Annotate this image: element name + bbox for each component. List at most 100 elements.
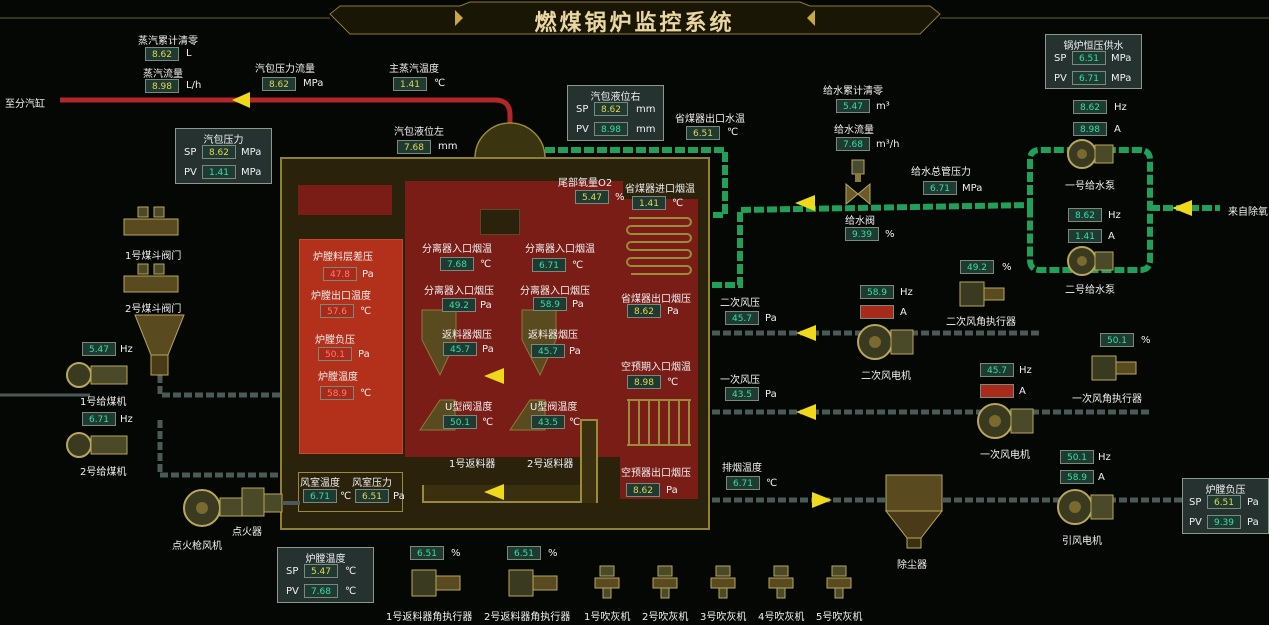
dust-collector-label: 除尘器 <box>897 560 927 571</box>
sep-in-temp-1-value: 7.68 <box>440 257 474 271</box>
exhaust-temp-value: 6.71 <box>726 476 760 490</box>
furnace-neg-panel-title: 炉膛负压 <box>1205 485 1246 496</box>
pv-label: PV <box>286 586 299 597</box>
steam-total-value: 8.62 <box>145 47 179 61</box>
bed-dp-unit: Pa <box>362 269 374 280</box>
sep-in-press-2-value: 58.9 <box>533 297 567 311</box>
sp-label: SP <box>1189 497 1202 508</box>
drum-level-right-pv: 8.98 <box>594 122 628 136</box>
furnace-neg-sp-unit: Pa <box>1247 497 1259 508</box>
u-valve-temp-2-value: 43.5 <box>531 415 565 429</box>
pump1-hz-unit: Hz <box>1114 102 1127 113</box>
coal-feeder2-label: 2号给煤机 <box>80 467 127 478</box>
ah-outlet-flue-press-unit: Pa <box>666 485 678 496</box>
soot-blower-label-4: 4号吹灰机 <box>758 612 805 623</box>
sep-in-press-2-label: 分离器入口烟压 <box>520 286 590 297</box>
sep-in-press-2-unit: Pa <box>572 299 584 310</box>
coal-feeder2-hz-unit: Hz <box>120 414 133 425</box>
primary-fan-hz-value: 45.7 <box>980 363 1014 377</box>
coal-hopper-icon <box>134 314 185 376</box>
pump2-a-value: 1.41 <box>1068 229 1102 243</box>
feed-total-unit: m³ <box>876 101 890 112</box>
u-valve-temp-2-unit: ℃ <box>569 417 581 428</box>
soot-blower-label-1: 1号吹灰机 <box>584 612 631 623</box>
econ-outlet-flue-press-unit: Pa <box>667 306 679 317</box>
drum-pressure-flow-unit: MPa <box>303 78 324 89</box>
bed-dp-value: 47.8 <box>323 267 357 281</box>
pv-label: PV <box>184 167 197 178</box>
sep-in-temp-2-value: 6.71 <box>532 258 566 272</box>
boiler-const-pressure-panel: 锅炉恒压供水 SP 6.51 MPa PV 6.71 MPa <box>1045 34 1142 89</box>
sep-in-press-1-unit: Pa <box>480 300 492 311</box>
return-riser <box>580 419 598 503</box>
id-fan-hz-value: 50.1 <box>1060 450 1094 464</box>
pv-label: PV <box>1054 73 1067 84</box>
econ-outlet-water-temp-unit: ℃ <box>727 127 739 138</box>
furnace-temp-pv: 7.68 <box>304 584 338 598</box>
tail-o2-unit: % <box>615 192 625 203</box>
econ-outlet-water-temp-label: 省煤器出口水温 <box>675 114 745 125</box>
econ-inlet-flue-temp-unit: ℃ <box>672 198 684 209</box>
furnace-temp-value: 58.9 <box>320 386 354 400</box>
return-press-2-label: 返料器烟压 <box>528 330 578 341</box>
feed-header-pressure-unit: MPa <box>962 183 983 194</box>
drum-pressure-sp-unit: MPa <box>241 147 262 158</box>
ah-inlet-flue-temp-value: 8.98 <box>627 375 661 389</box>
drum-level-right-sp-unit: mm <box>636 104 656 115</box>
coal-feeder1-hz-unit: Hz <box>120 344 133 355</box>
furnace-neg-pressure-unit: Pa <box>358 349 370 360</box>
windbox-temp-value: 6.71 <box>303 489 337 503</box>
coal-feeder1-hz-value: 5.47 <box>82 342 116 356</box>
feed-total-value: 5.47 <box>836 99 870 113</box>
sep-in-press-1-label: 分离器入口烟压 <box>424 286 494 297</box>
igniter-label: 点火器 <box>232 527 262 538</box>
return-press-2-value: 45.7 <box>531 344 565 358</box>
furnace-outlet-temp-value: 57.6 <box>320 304 354 318</box>
sep-in-temp-2-unit: ℃ <box>572 260 584 271</box>
furnace-temp-sp-unit: ℃ <box>345 566 357 577</box>
steam-flow-label: 蒸汽流量 <box>143 69 183 80</box>
primary-fan-label: 一次风电机 <box>980 450 1030 461</box>
secondary-fan-hz-value: 58.9 <box>860 285 894 299</box>
furnace-neg-pv-unit: Pa <box>1247 517 1259 528</box>
pump2-hz-value: 8.62 <box>1068 208 1102 222</box>
return-damper-2-value: 6.51 <box>507 546 541 560</box>
feed-flow-value: 7.68 <box>836 137 870 151</box>
secondary-damper-unit: % <box>1002 262 1012 273</box>
sep-in-temp-2-label: 分离器入口烟温 <box>525 244 595 255</box>
id-fan-icon <box>1057 489 1114 525</box>
hopper-valve1-icon <box>123 206 179 236</box>
return-damper-1-label: 1号返料器角执行器 <box>386 612 473 623</box>
drum-pressure-pv-unit: MPa <box>241 167 262 178</box>
coal-feeder1-label: 1号给煤机 <box>80 397 127 408</box>
furnace-neg-pv: 9.39 <box>1207 515 1241 529</box>
feed-header-pressure-label: 给水总管压力 <box>911 167 971 178</box>
soot-blower-label-2: 2号吹灰机 <box>642 612 689 623</box>
bed-dp-label: 炉膛料层差压 <box>313 252 373 263</box>
econ-inlet-flue-temp-value: 1.41 <box>632 196 666 210</box>
econ-outlet-flue-press-label: 省煤器出口烟压 <box>621 294 691 305</box>
coal-feeder1-icon <box>66 362 128 388</box>
ignition-fan-label: 点火枪风机 <box>172 541 222 552</box>
return-arrow <box>484 484 504 500</box>
coal-feeder2-icon <box>66 432 128 458</box>
flow-label-to-header: 至分汽缸 <box>5 99 45 110</box>
secondary-air-pressure-unit: Pa <box>765 313 777 324</box>
drum-level-right-pv-unit: mm <box>636 124 656 135</box>
drum-pressure-panel-title: 汽包压力 <box>203 135 244 146</box>
hopper-valve2-icon <box>123 263 179 293</box>
drum-pressure-pv: 1.41 <box>202 165 236 179</box>
primary-fan-hz-unit: Hz <box>1019 365 1032 376</box>
drum-level-left-value: 7.68 <box>397 140 431 154</box>
boiler-const-pressure-sp: 6.51 <box>1072 51 1106 65</box>
sp-label: SP <box>184 147 197 158</box>
primary-damper-unit: % <box>1141 335 1151 346</box>
sep-in-temp-1-label: 分离器入口烟温 <box>422 244 492 255</box>
main-steam-temp-unit: ℃ <box>434 78 446 89</box>
furnace-temp-panel: 炉膛温度 SP 5.47 ℃ PV 7.68 ℃ <box>277 547 374 603</box>
primary-damper-value: 50.1 <box>1100 333 1134 347</box>
secondary-fan-a-value <box>860 305 894 319</box>
hopper-valve2-label: 2号煤斗阀门 <box>125 304 182 315</box>
secondary-fan-icon <box>857 324 914 360</box>
